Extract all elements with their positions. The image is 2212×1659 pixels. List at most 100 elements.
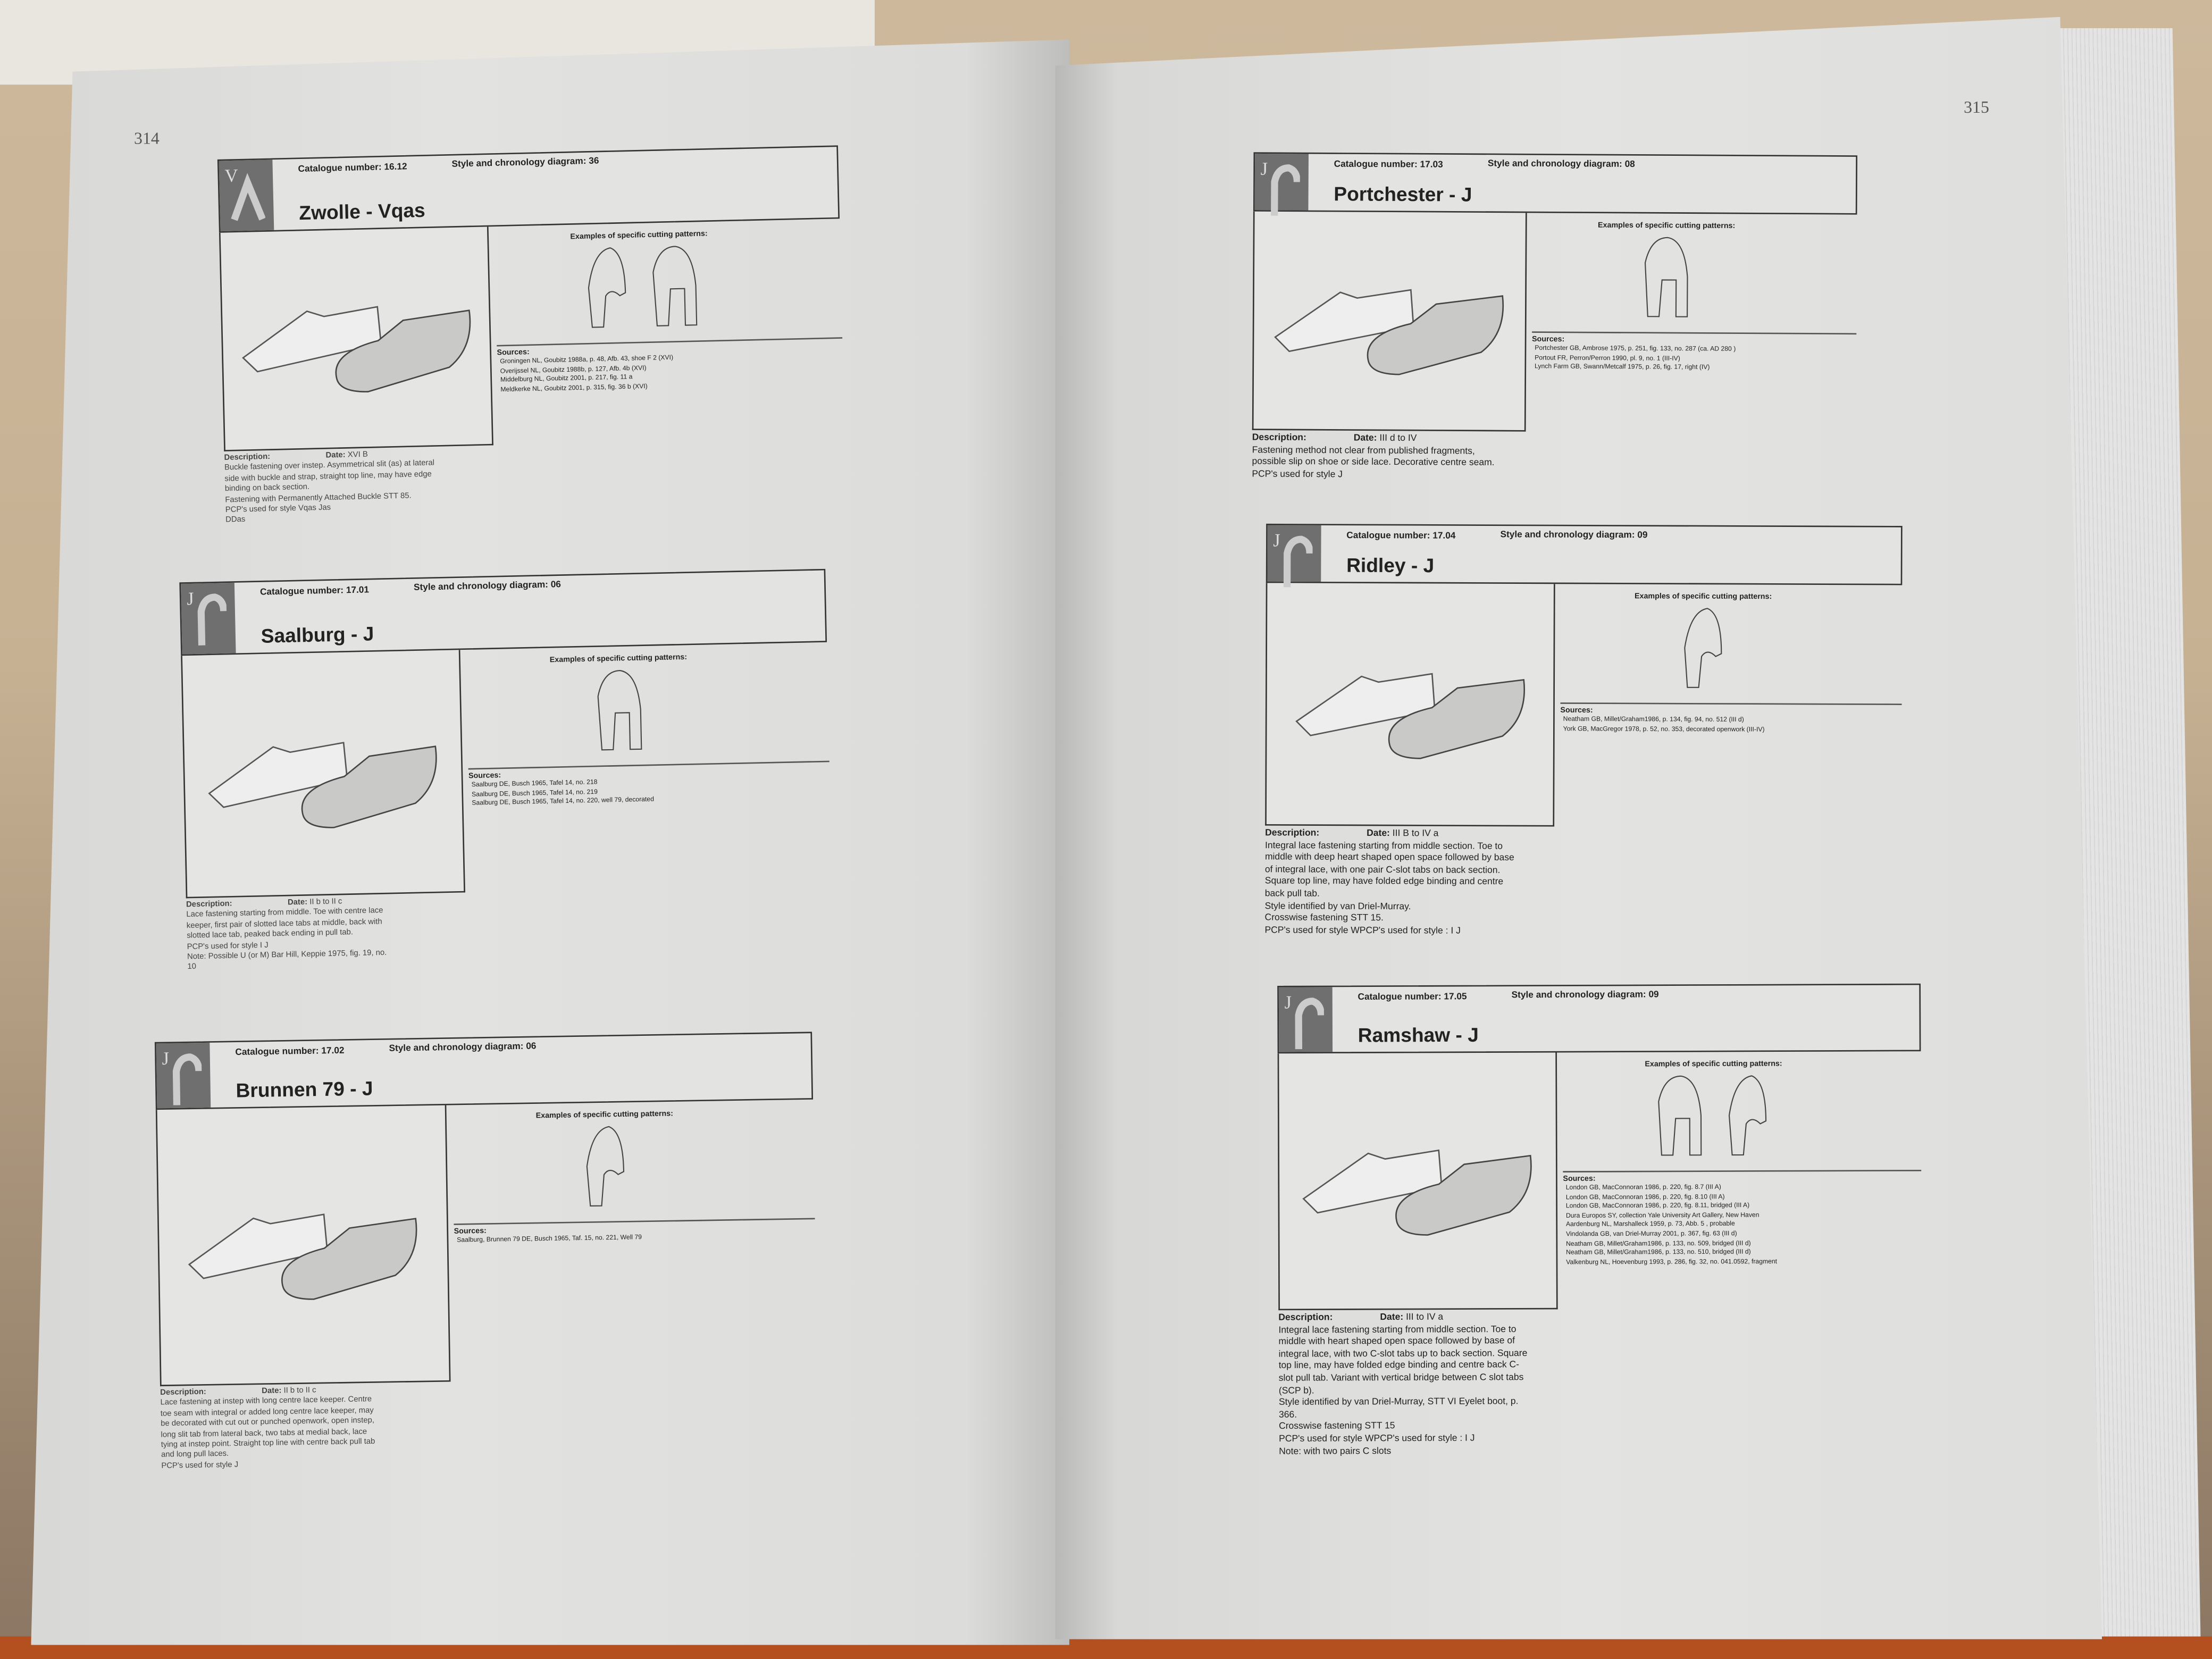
date-value: III to IV a	[1406, 1312, 1444, 1323]
description-line: middle with heart shaped open space foll…	[1278, 1336, 1515, 1347]
description-line: top line, may have folded edge binding a…	[1278, 1361, 1519, 1372]
chronology-diagram: Style and chronology diagram: 06	[389, 1042, 537, 1054]
date-label: Date:	[262, 1387, 282, 1396]
shoe-drawing	[1274, 289, 1504, 375]
date-label: Date:	[287, 898, 308, 908]
j-arch-icon: J	[1267, 525, 1321, 588]
cutting-pattern-drawing	[581, 245, 631, 337]
catalogue-number: Catalogue number: 17.04	[1346, 531, 1456, 541]
cutting-pattern-drawing	[581, 1124, 630, 1216]
description-line: integral lace, with two C-slot tabs up t…	[1278, 1348, 1528, 1360]
description-line: Integral lace fastening starting from mi…	[1278, 1324, 1516, 1335]
description-line: Style identified by van Driel-Murray.	[1264, 901, 1411, 912]
patterns-label: Examples of specific cutting patterns:	[1645, 1060, 1782, 1069]
description-label: Description:	[1252, 433, 1306, 443]
catalogue-card: J Catalogue number: 17.01 Style and chro…	[179, 568, 833, 974]
catalogue-number: Catalogue number: 17.05	[1358, 992, 1467, 1003]
patterns-label: Examples of specific cutting patterns:	[535, 1110, 674, 1121]
divider	[1560, 702, 1902, 706]
date-label: Date:	[1353, 433, 1377, 444]
description: Description:Date: II b to II c Lace fast…	[186, 895, 481, 974]
description-line: middle with deep heart shaped open space…	[1264, 852, 1514, 864]
card-title: Ramshaw - J	[1358, 1023, 1479, 1046]
shoe-drawing	[241, 306, 470, 392]
shoe-drawing	[208, 741, 437, 828]
card-header: J Catalogue number: 17.03 Style and chro…	[1253, 152, 1858, 216]
j-arch-icon: J	[1254, 153, 1309, 216]
description-label: Description:	[1278, 1313, 1333, 1323]
description-label: Description:	[1265, 828, 1320, 839]
date-value: III d to IV	[1379, 433, 1417, 444]
description-line: Crosswise fastening STT 15.	[1264, 913, 1384, 924]
description: Description:Date: III to IV a Integral l…	[1278, 1312, 1572, 1459]
shoe-illustration	[1265, 583, 1555, 827]
description-line: Fastening method not clear from publishe…	[1252, 445, 1475, 456]
cutting-pattern-drawing	[1723, 1073, 1772, 1165]
card-title: Zwolle - Vqas	[298, 198, 426, 224]
cutting-pattern-drawing	[594, 667, 644, 760]
right-page-number: 315	[1964, 97, 1989, 118]
shoe-drawing	[1302, 1149, 1532, 1235]
shoe-illustration	[219, 227, 493, 451]
card-title: Ridley - J	[1346, 554, 1435, 577]
description-line: PCP's used for style J	[1252, 469, 1343, 480]
description-line: Square top line, may have folded edge bi…	[1264, 877, 1504, 888]
catalogue-card: J Catalogue number: 17.02 Style and chro…	[154, 1032, 819, 1472]
description-line: possible slip on shoe or side lace. Deco…	[1252, 457, 1495, 468]
shoe-illustration	[1277, 1052, 1558, 1311]
source-entry: Lynch Farm GB, Swann/Metcalf 1975, p. 26…	[1535, 363, 1710, 371]
catalogue-number: Catalogue number: 17.02	[235, 1046, 345, 1058]
chronology-diagram: Style and chronology diagram: 09	[1500, 530, 1648, 541]
divider	[1563, 1169, 1922, 1172]
card-header: V Catalogue number: 16.12 Style and chro…	[217, 145, 840, 233]
description-line: Style identified by van Driel-Murray, ST…	[1278, 1397, 1519, 1408]
date-value: II b to II c	[283, 1386, 316, 1396]
card-header: J Catalogue number: 17.05 Style and chro…	[1277, 983, 1921, 1054]
description: Description:Date: II b to II c Lace fast…	[160, 1384, 466, 1472]
catalogue-card: J Catalogue number: 17.04 Style and chro…	[1259, 515, 1903, 940]
description: Description: Date: III d to IV Fastening …	[1252, 433, 1540, 483]
description: Description: Date: III B to IV a Integral…	[1264, 828, 1568, 939]
date-value: XVI B	[347, 451, 368, 460]
description-line: back pull tab.	[1264, 889, 1320, 899]
card-header: J Catalogue number: 17.02 Style and chro…	[154, 1032, 814, 1110]
cutting-pattern-drawing	[1679, 606, 1727, 698]
catalogue-number: Catalogue number: 17.03	[1334, 160, 1443, 170]
divider	[1532, 331, 1857, 335]
description-line: (SCP b).	[1278, 1386, 1314, 1396]
date-label: Date:	[1367, 828, 1390, 839]
chronology-diagram: Style and chronology diagram: 36	[451, 156, 599, 170]
description-line: slot pull tab. Variant with vertical bri…	[1278, 1372, 1524, 1384]
j-arch-icon: J	[1278, 987, 1333, 1052]
shoe-drawing	[188, 1212, 417, 1300]
j-arch-icon: J	[156, 1042, 211, 1109]
left-page-number: 314	[134, 128, 160, 148]
source-entry: Valkenburg NL, Hoevenburg 1993, p. 286, …	[1566, 1257, 1778, 1266]
date-label: Date:	[325, 451, 346, 460]
j-arch-icon: J	[181, 582, 236, 655]
card-header: J Catalogue number: 17.04 Style and chro…	[1266, 523, 1903, 588]
right-page	[1055, 16, 2102, 1639]
description-line: Crosswise fastening STT 15	[1279, 1421, 1395, 1432]
card-header: J Catalogue number: 17.01 Style and chro…	[179, 568, 827, 656]
cutting-pattern-drawing	[649, 243, 699, 336]
shoe-illustration	[1252, 211, 1527, 432]
shoe-illustration	[181, 650, 465, 899]
chronology-diagram: Style and chronology diagram: 09	[1511, 990, 1659, 1001]
card-title: Portchester - J	[1334, 182, 1472, 206]
cutting-pattern-drawing	[1656, 1073, 1704, 1165]
description-line: Note: with two pairs C slots	[1279, 1446, 1392, 1456]
patterns-label: Examples of specific cutting patterns:	[1634, 592, 1772, 602]
description-line: Integral lace fastening starting from mi…	[1265, 840, 1503, 851]
shoe-illustration	[155, 1105, 451, 1387]
description-line: PCP's used for style WPCP's used for sty…	[1279, 1434, 1475, 1445]
description: Description:Date: XVI B Buckle fastening…	[224, 448, 509, 527]
catalogue-card: J Catalogue number: 17.03 Style and chro…	[1246, 144, 1858, 484]
chronology-diagram: Style and chronology diagram: 08	[1487, 159, 1635, 170]
catalogue-number: Catalogue number: 16.12	[298, 162, 407, 175]
v-shape-icon: V	[219, 160, 274, 232]
patterns-label: Examples of specific cutting patterns:	[1597, 221, 1736, 231]
source-entry: Neatham GB, Millet/Graham1986, p. 134, f…	[1563, 715, 1744, 723]
date-value: III B to IV a	[1392, 828, 1439, 839]
